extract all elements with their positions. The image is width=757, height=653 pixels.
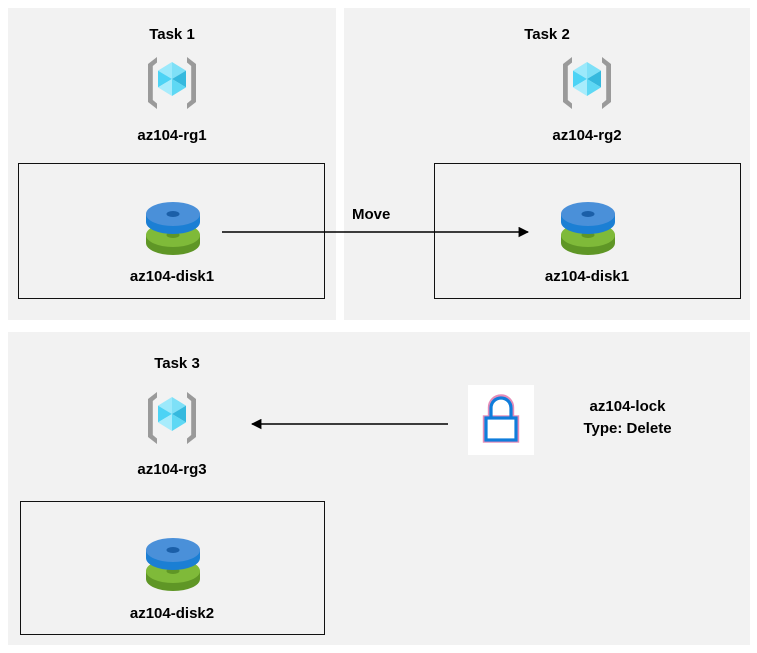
managed-disk-icon bbox=[140, 533, 206, 595]
task1-rg-label: az104-rg1 bbox=[137, 127, 207, 144]
resource-group-icon bbox=[141, 52, 203, 114]
task2-rg-label: az104-rg2 bbox=[552, 127, 622, 144]
task3-rg-label: az104-rg3 bbox=[137, 461, 207, 478]
resource-group-icon bbox=[556, 52, 618, 114]
task1-disk-label: az104-disk1 bbox=[129, 268, 215, 285]
managed-disk-icon bbox=[555, 197, 621, 259]
resource-group-icon bbox=[141, 387, 203, 449]
lock-icon bbox=[482, 394, 520, 443]
task3-title: Task 3 bbox=[154, 355, 200, 372]
lock-type: Type: Delete bbox=[583, 420, 672, 437]
lock-name: az104-lock bbox=[589, 398, 666, 415]
lock-icon-card bbox=[468, 385, 534, 455]
managed-disk-icon bbox=[140, 197, 206, 259]
task1-title: Task 1 bbox=[149, 26, 195, 43]
move-connector-label: Move bbox=[352, 206, 391, 223]
task3-rg-container bbox=[20, 501, 325, 635]
task2-disk-label: az104-disk1 bbox=[544, 268, 630, 285]
task2-title: Task 2 bbox=[524, 26, 570, 43]
lock-caption: az104-lock Type: Delete bbox=[540, 396, 715, 440]
task3-disk-label: az104-disk2 bbox=[129, 605, 215, 622]
